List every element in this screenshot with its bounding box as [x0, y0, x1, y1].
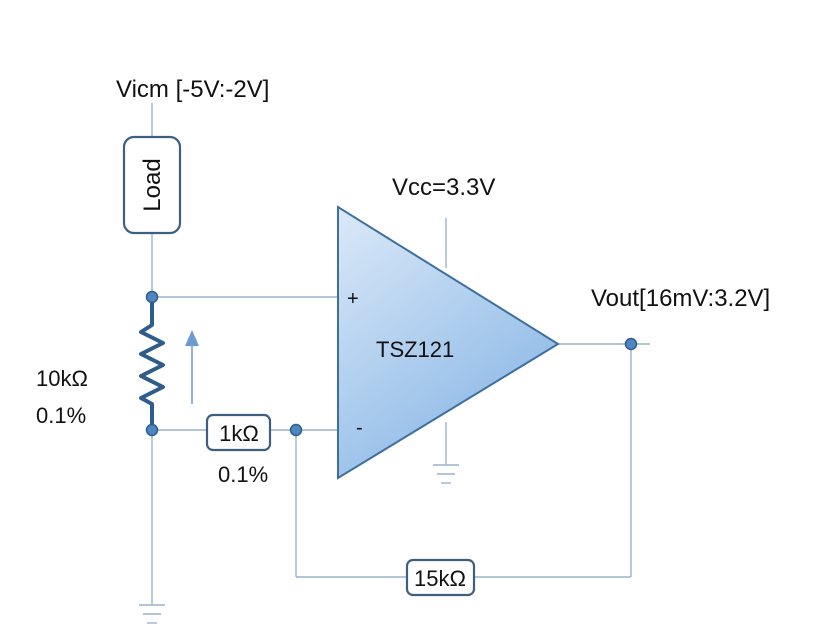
- resistor-10k-value: 10kΩ: [36, 366, 88, 391]
- opamp-plus-label: +: [347, 288, 359, 310]
- resistor-zigzag-icon: [139, 297, 165, 430]
- opamp-minus-label: -: [356, 417, 363, 439]
- wires: [151, 103, 650, 605]
- load-box: [122, 135, 182, 235]
- current-arrow-icon: [185, 330, 199, 404]
- ground-icon: [139, 604, 165, 624]
- opamp-triangle: [337, 205, 560, 480]
- opamp-name: TSZ121: [376, 337, 454, 362]
- resistor-1k-box: [205, 413, 272, 452]
- vcc-label: Vcc=3.3V: [392, 174, 495, 201]
- resistor-15k-box: [405, 558, 476, 597]
- node-plus-input: [145, 290, 159, 304]
- resistor-10k-tolerance: 0.1%: [36, 403, 86, 428]
- node-minus-input: [289, 423, 303, 437]
- load-label: Load: [139, 158, 166, 211]
- resistor-1k-tolerance: 0.1%: [218, 462, 268, 487]
- ground-icon: [433, 464, 459, 484]
- vout-label: Vout[16mV:3.2V]: [591, 285, 770, 312]
- node-vout: [624, 337, 638, 351]
- resistor-1k-value: 1kΩ: [219, 421, 259, 446]
- resistor-15k-value: 15kΩ: [414, 566, 466, 591]
- node-sense-bottom: [145, 423, 159, 437]
- vicm-label: Vicm [-5V:-2V]: [116, 76, 269, 103]
